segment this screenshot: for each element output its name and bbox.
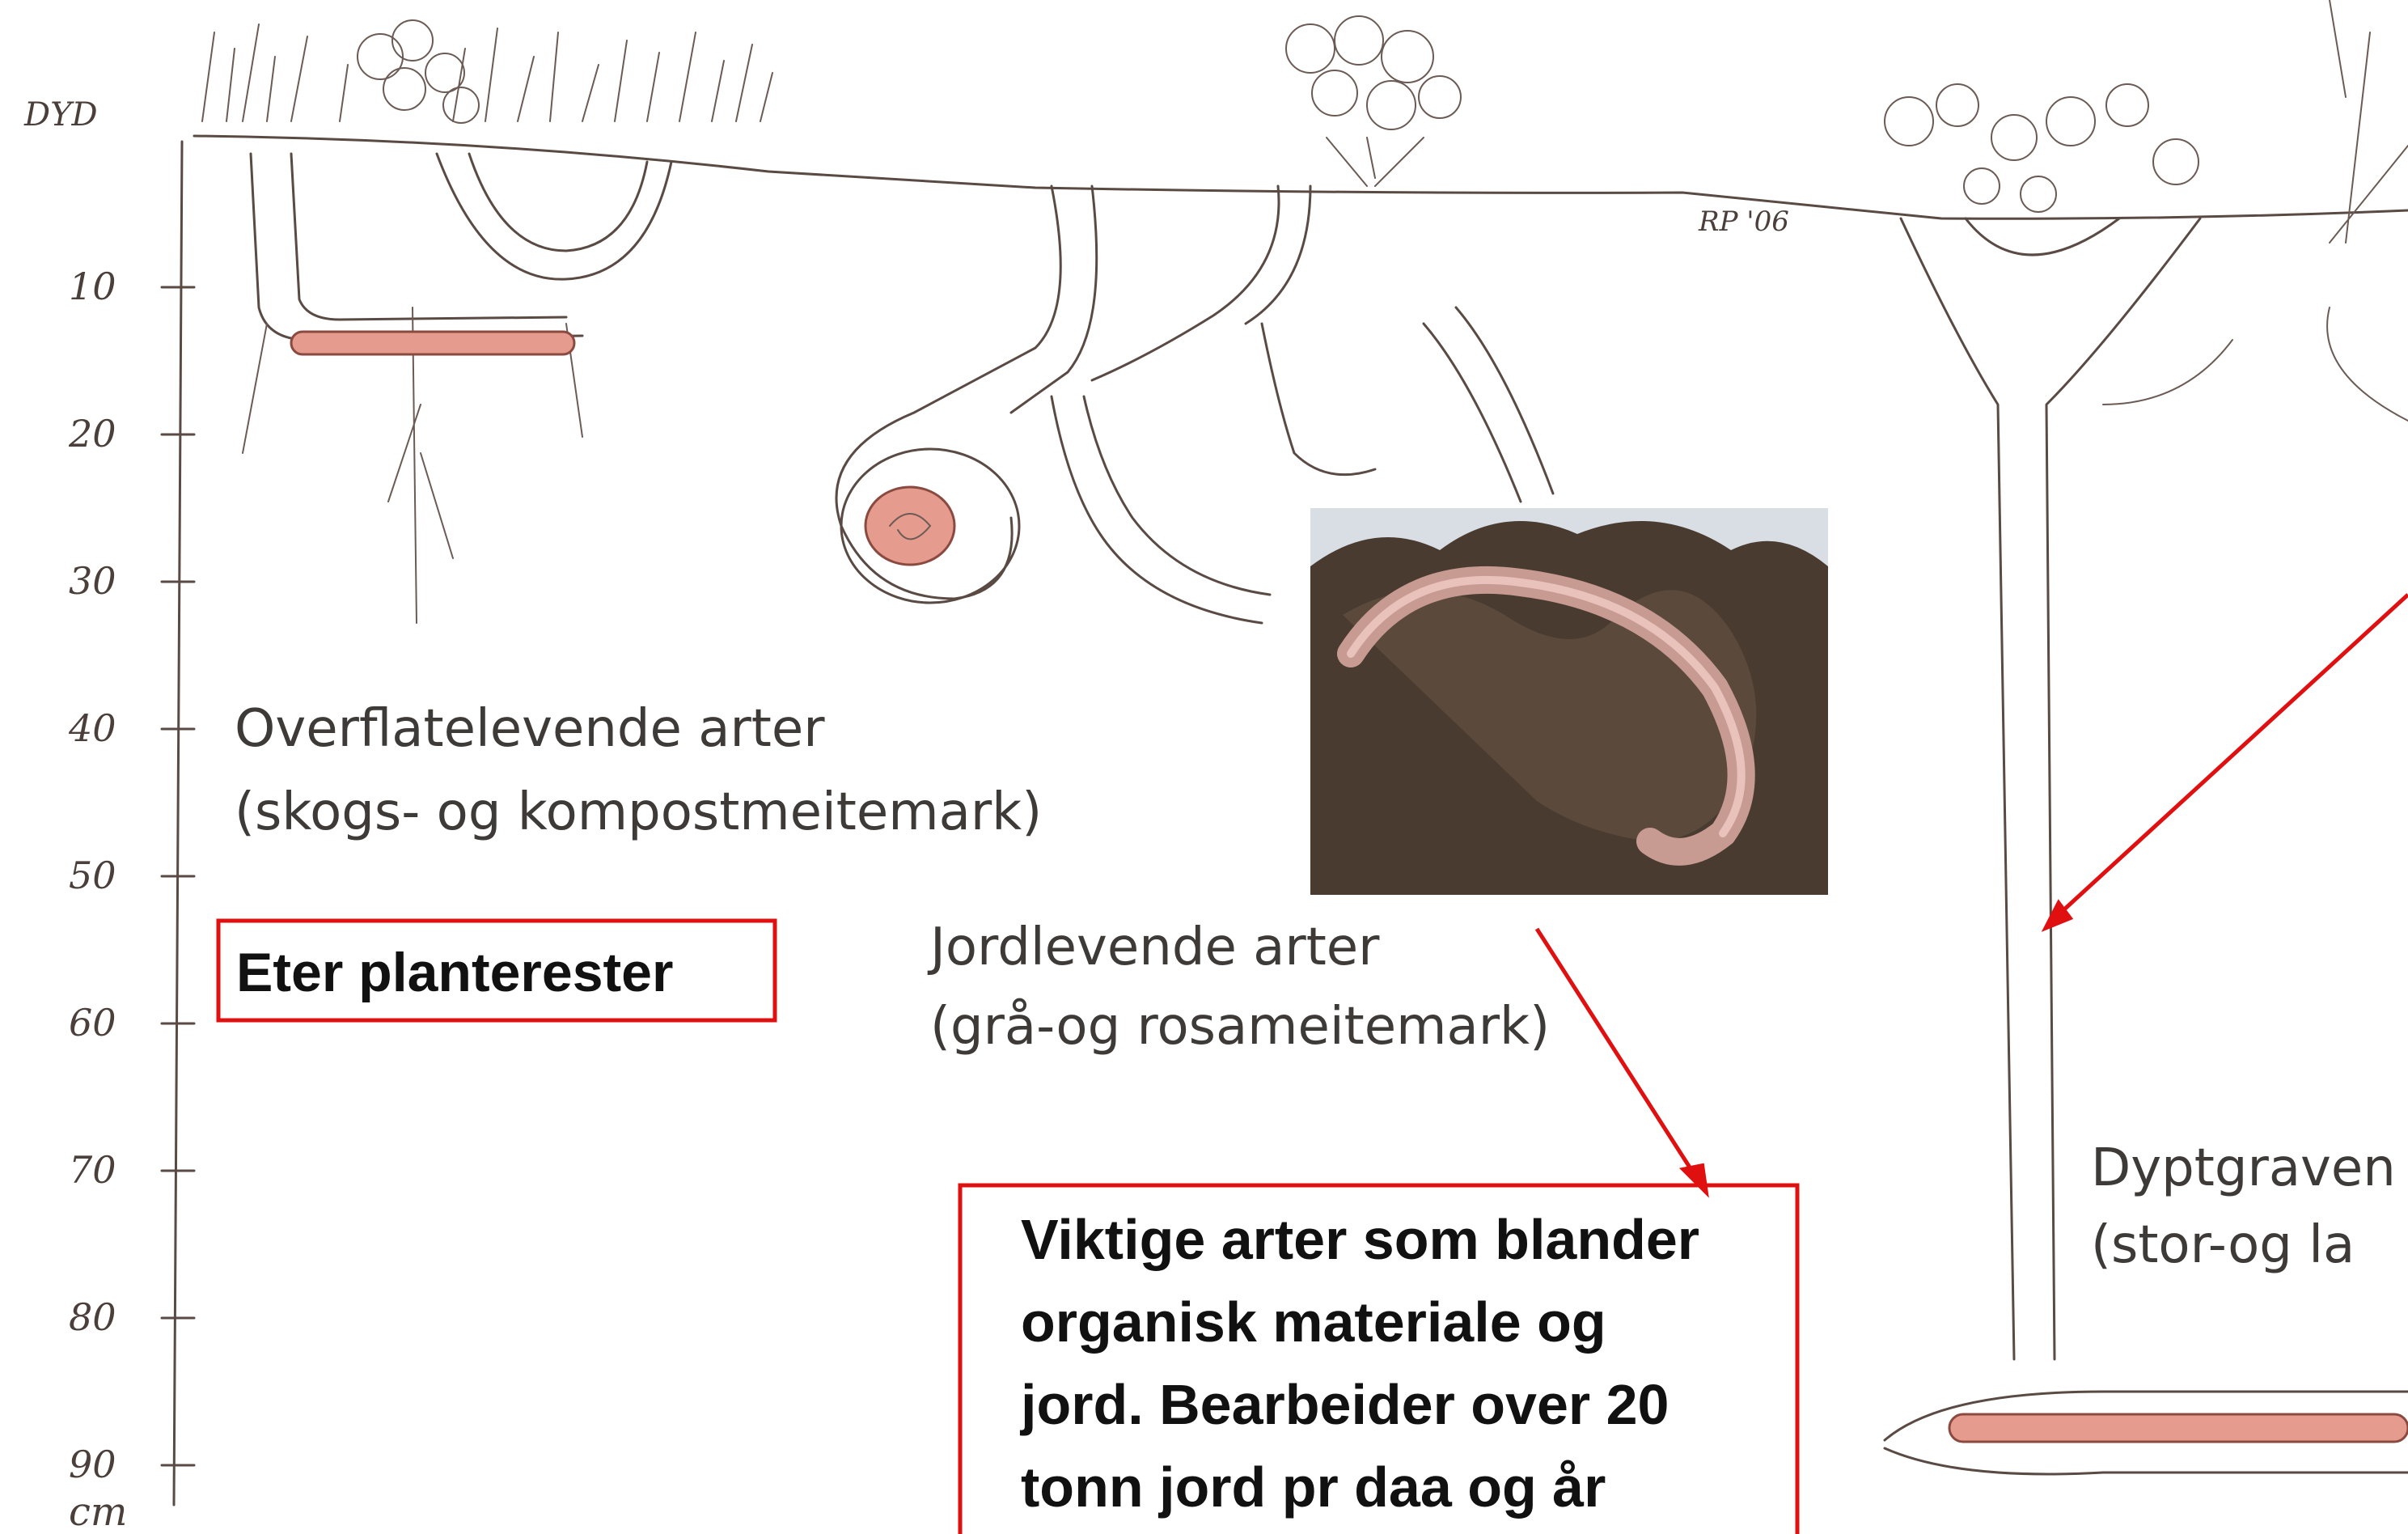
soil-group-title: Jordlevende arter [927,917,1380,977]
illustrator-signature: RP '06 [1698,206,1789,238]
depth-axis: DYD 10 20 30 40 50 60 70 80 90 cm [23,96,194,1534]
earthworm-photo [1310,508,1828,895]
deep-group-subtitle: (stor-og la [2091,1215,2355,1275]
ground-surface [194,136,2408,218]
soil-note-box: Viktige arter som blander organisk mater… [960,1185,1797,1534]
depth-axis-unit: cm [69,1490,127,1534]
depth-tick-label: 10 [69,265,116,308]
surface-note-box: Eter planterester [218,921,775,1020]
surface-group-subtitle: (skogs- og kompostmeitemark) [235,782,1042,842]
depth-tick-label: 80 [69,1295,116,1339]
depth-tick-label: 90 [69,1443,116,1486]
soil-arrow [1537,929,1707,1193]
soil-note-line-4: tonn jord pr daa og år [1021,1456,1606,1519]
depth-tick-label: 40 [68,706,116,750]
surface-group-title: Overflatelevende arter [235,699,825,759]
depth-axis-line [174,142,182,1505]
depth-tick-label: 60 [69,1001,116,1045]
deep-worm [1949,1414,2408,1442]
depth-tick-label: 50 [69,854,116,897]
soil-group-subtitle: (grå-og rosameitemark) [930,997,1550,1057]
surface-worm [291,332,574,354]
deep-group-title: Dyptgraven [2091,1138,2396,1198]
coiled-worm [865,487,954,565]
depth-tick-label: 70 [69,1148,116,1192]
soil-note-line-2: organisk materiale og [1021,1290,1606,1354]
deep-arrow [2045,595,2408,929]
depth-tick-label: 20 [68,412,116,456]
depth-tick-label: 30 [69,559,116,603]
soil-note-line-1: Viktige arter som blander [1021,1208,1699,1271]
soil-note-line-3: jord. Bearbeider over 20 [1019,1373,1669,1436]
depth-axis-header: DYD [23,96,98,133]
surface-note-text: Eter planterester [236,942,673,1003]
surface-burrow-illustration [202,20,772,623]
